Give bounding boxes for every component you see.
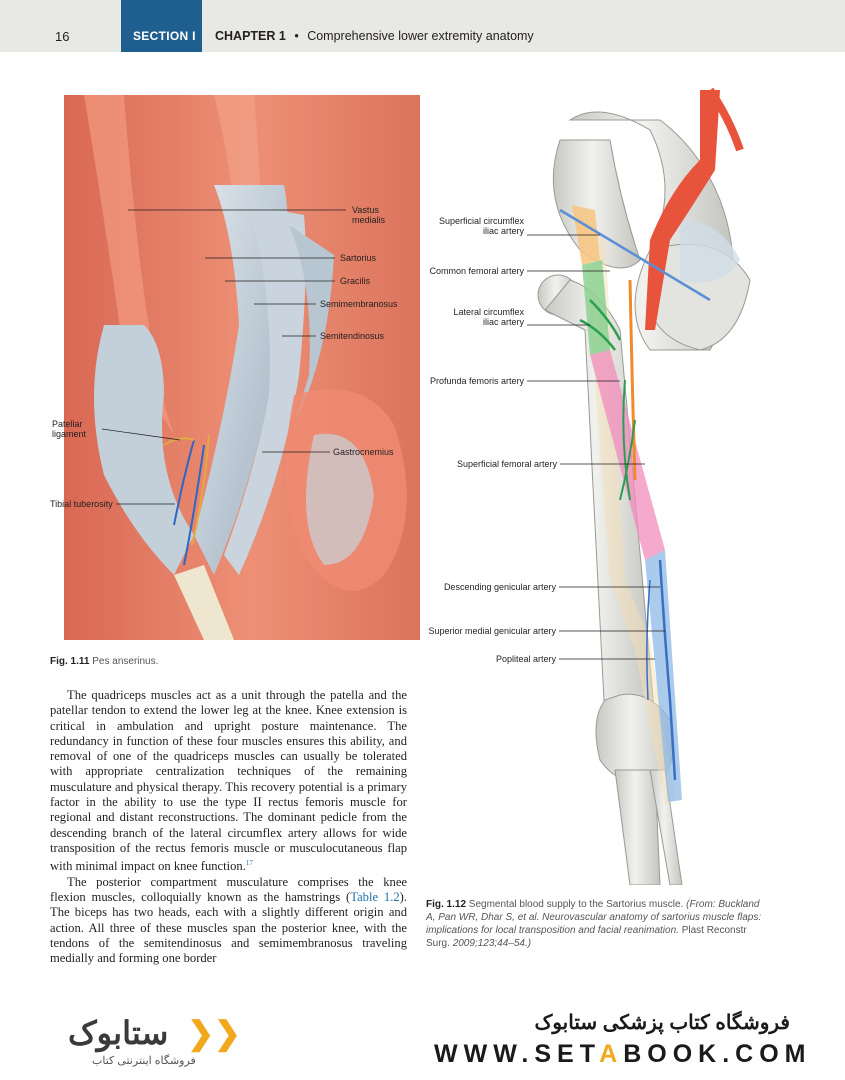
caption-text: Segmental blood supply to the Sartorius … — [468, 899, 684, 910]
reference-superscript: 17 — [245, 859, 253, 868]
chevron-logo-icon: ❯❯ — [187, 1015, 241, 1051]
caption-source: (From: Buckland A, Pan WR, Dhar S, et al… — [426, 899, 762, 936]
brand-url: WWW.SETABOOK.COM — [434, 1040, 812, 1068]
label-common-femoral-artery: Common femoral artery — [429, 266, 524, 276]
figure-1-11-leaders — [101, 209, 346, 505]
figure-1-12-caption: Fig. 1.12 Segmental blood supply to the … — [426, 898, 771, 950]
chapter-title: CHAPTER 1 • Comprehensive lower extremit… — [215, 29, 534, 43]
figure-number: Fig. 1.12 — [426, 899, 467, 910]
figure-1-12-leaders — [527, 234, 665, 660]
label-semitendinosus: Semitendinosus — [320, 331, 385, 341]
pes-anserinus-drawing — [64, 95, 436, 640]
label-superior-medial-genicular-artery: Superior medial genicular artery — [428, 626, 556, 636]
page-number: 16 — [55, 29, 70, 44]
figure-1-12-illustration — [420, 80, 840, 885]
label-superficial-femoral-artery: Superficial femoral artery — [456, 459, 557, 469]
label-descending-genicular-artery: Descending genicular artery — [443, 582, 556, 592]
paragraph-posterior-compartment: The posterior compartment musculature co… — [50, 874, 407, 966]
chapter-number: CHAPTER 1 — [215, 29, 286, 43]
figure-1-11-caption: Fig. 1.11 Pes anserinus. — [50, 655, 158, 668]
section-tab — [121, 0, 202, 52]
label-semimembranosus: Semimembranosus — [320, 299, 398, 309]
label-tibial-tuberosity: Tibial tuberosity — [50, 499, 113, 509]
brand-logo-subtitle: فروشگاه اینترنتی کتاب — [92, 1055, 196, 1067]
section-label: SECTION I — [133, 29, 196, 43]
label-gastrocnemius: Gastrocnemius — [333, 447, 394, 457]
watermark-band — [0, 1000, 845, 1080]
sartorius-blood-supply-drawing — [420, 80, 840, 885]
page-fade — [0, 965, 845, 1005]
brand-logo: ستابوک ❯❯ — [68, 1015, 241, 1051]
table-link[interactable]: Table 1.2 — [350, 890, 400, 905]
caption-citation: 2009;123;44–54.) — [452, 938, 532, 949]
label-gracilis: Gracilis — [340, 276, 371, 286]
figure-number: Fig. 1.11 — [50, 656, 90, 667]
label-popliteal-artery: Popliteal artery — [495, 654, 556, 664]
paragraph-quadriceps: The quadriceps muscles act as a unit thr… — [50, 688, 407, 874]
header-bullet: • — [294, 29, 299, 43]
chapter-name: Comprehensive lower extremity anatomy — [307, 29, 534, 43]
brand-persian-title: فروشگاه کتاب پزشکی ستابوک — [534, 1012, 790, 1034]
caption-text: Pes anserinus. — [92, 656, 159, 667]
figure-1-11-illustration — [64, 95, 436, 640]
label-profunda-femoris-artery: Profunda femoris artery — [429, 376, 524, 386]
body-text-column: The quadriceps muscles act as a unit thr… — [50, 688, 407, 967]
caption-journal: Plast Reconstr Surg. — [426, 925, 747, 949]
label-sartorius: Sartorius — [340, 253, 377, 263]
